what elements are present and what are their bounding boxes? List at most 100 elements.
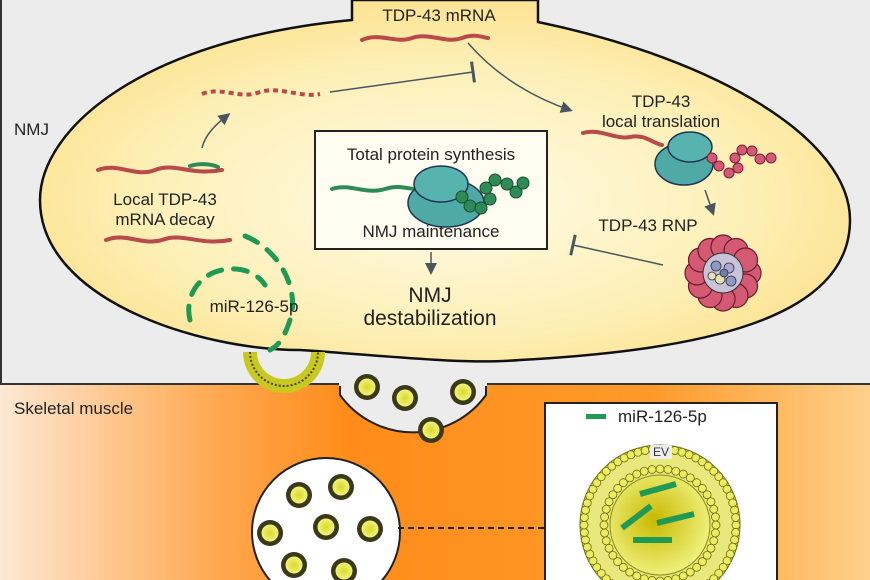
- ev-lipid-head: [730, 535, 739, 545]
- ev-lipid-head: [632, 469, 642, 479]
- ev-lipid-head: [601, 504, 611, 514]
- label-destab-line1: NMJ: [408, 284, 452, 307]
- ev-lipid-head: [613, 557, 623, 567]
- muscle-vesicle-core: [361, 520, 379, 538]
- ev-lipid-head: [714, 568, 724, 578]
- cleft-vesicle-core: [358, 378, 376, 396]
- arrow-decay-up: [201, 113, 231, 149]
- ev-lipid-head: [709, 536, 719, 546]
- label-skeletal-muscle: Skeletal muscle: [14, 399, 134, 418]
- ev-lipid-head: [718, 562, 728, 572]
- label-nmj-region: NMJ: [14, 120, 49, 139]
- ev-lipid-head: [709, 504, 719, 514]
- label-tdp43-mrna: TDP-43 mRNA: [382, 6, 496, 25]
- ev-lipid-head: [581, 505, 590, 515]
- ev-lipid-head: [608, 490, 618, 500]
- synthesis-box-subtitle: NMJ maintenance: [362, 222, 500, 241]
- label-decay-line2: mRNA decay: [115, 210, 215, 229]
- ev-lipid-head: [728, 498, 738, 508]
- muscle-vesicle-core: [335, 562, 353, 580]
- ev-lipid-head: [731, 513, 741, 522]
- label-decay-line1: Local TDP-43: [113, 190, 217, 209]
- ev-lipid-head: [706, 497, 716, 507]
- ev-lipid-head: [647, 576, 657, 580]
- ev-lipid-head: [647, 465, 657, 474]
- muscle-vesicles: [257, 474, 383, 580]
- label-mirna: miR-126-5p: [209, 297, 299, 316]
- label-rnp: TDP-43 RNP: [598, 216, 698, 235]
- ev-lipid-head: [600, 528, 609, 538]
- ev-lipid-head: [613, 457, 623, 467]
- synthesis-box-title: Total protein synthesis: [346, 145, 516, 164]
- inset-legend-label: miR-126-5p: [618, 407, 707, 426]
- ev-lipid-head: [697, 483, 707, 493]
- ev-lipid-head: [692, 562, 702, 572]
- ev-lipid-head: [709, 466, 719, 476]
- ev-lipid-head: [706, 543, 716, 553]
- ev-lipid-head: [579, 520, 589, 530]
- ev-lipid-head: [655, 576, 665, 580]
- ev-lipid-head: [618, 478, 628, 488]
- tdp43-rnp-granule: [684, 234, 762, 312]
- ribosome-small-translation: [667, 131, 713, 163]
- ev-lipid-head: [709, 574, 719, 580]
- arrow-to-translation: [467, 42, 573, 113]
- legend-mirna-swatch: [586, 414, 606, 419]
- ev-lipid-head: [579, 513, 589, 522]
- ev-lipid-head: [639, 574, 649, 580]
- ev-lipid-head: [663, 465, 673, 474]
- ev-tag-label: EV: [650, 445, 673, 459]
- mirna-dashed-path-inner: [186, 266, 268, 323]
- ev-lipid-head: [722, 556, 732, 566]
- cleft-vesicles: [354, 374, 476, 443]
- ev-lipid-head: [633, 447, 643, 457]
- ev-lipid-head: [601, 536, 611, 546]
- ev-lipid-head: [604, 543, 614, 553]
- muscle-vesicle-core: [285, 556, 303, 574]
- ev-lipid-head: [731, 520, 741, 530]
- ev-lipid-head: [731, 528, 741, 537]
- ev-lipid-head: [678, 469, 688, 479]
- ev-lipid-head: [663, 576, 673, 580]
- tdp43-protein-chain: [706, 144, 777, 179]
- translation-mrna: [581, 129, 664, 147]
- decay-mrna-top: [96, 165, 224, 175]
- fusing-vesicle: [243, 351, 325, 393]
- ev-lipid-head: [579, 528, 589, 537]
- ev-lipid-head: [604, 497, 614, 507]
- ev-lipid-head: [678, 571, 688, 580]
- ev-lipid-head: [592, 562, 602, 572]
- ev-mirna-strands: [620, 481, 695, 543]
- arrow-to-rnp: [704, 189, 716, 216]
- ev-lipid-head: [601, 466, 611, 476]
- degraded-mrna: [201, 88, 321, 97]
- ev-lipid-head: [596, 472, 606, 482]
- ev-lipid-head: [588, 484, 598, 494]
- ev-lipid-head: [655, 464, 665, 474]
- ev-lipid-head: [599, 520, 609, 530]
- cleft-vesicle-core: [422, 421, 440, 439]
- ev-lipid-head: [600, 512, 609, 522]
- ev-detail: [579, 444, 741, 580]
- ev-lipid-head: [697, 557, 707, 567]
- ev-lipid-head: [671, 574, 681, 580]
- ev-lipid-head: [685, 473, 695, 483]
- synthesis-mrna: [330, 185, 420, 193]
- label-translation-line2: local translation: [601, 112, 721, 131]
- muscle-vesicle-core: [332, 478, 350, 496]
- fusing-vesicle-membrane: [249, 351, 319, 387]
- muscle-vesicle-core: [261, 524, 279, 542]
- ev-lipid-head: [607, 461, 617, 471]
- ev-lipid-head: [703, 461, 713, 471]
- pocket-opening: [339, 382, 487, 386]
- decay-mrna-bottom: [104, 235, 232, 244]
- ev-lipid-head: [697, 457, 707, 467]
- synth-protein-chain: [455, 173, 530, 215]
- ev-lipid-head: [671, 466, 681, 476]
- ev-lipid-head: [718, 478, 728, 488]
- ev-lipid-head: [625, 473, 635, 483]
- ev-lipid-head: [613, 483, 623, 493]
- ribosome-small-synth: [413, 165, 469, 203]
